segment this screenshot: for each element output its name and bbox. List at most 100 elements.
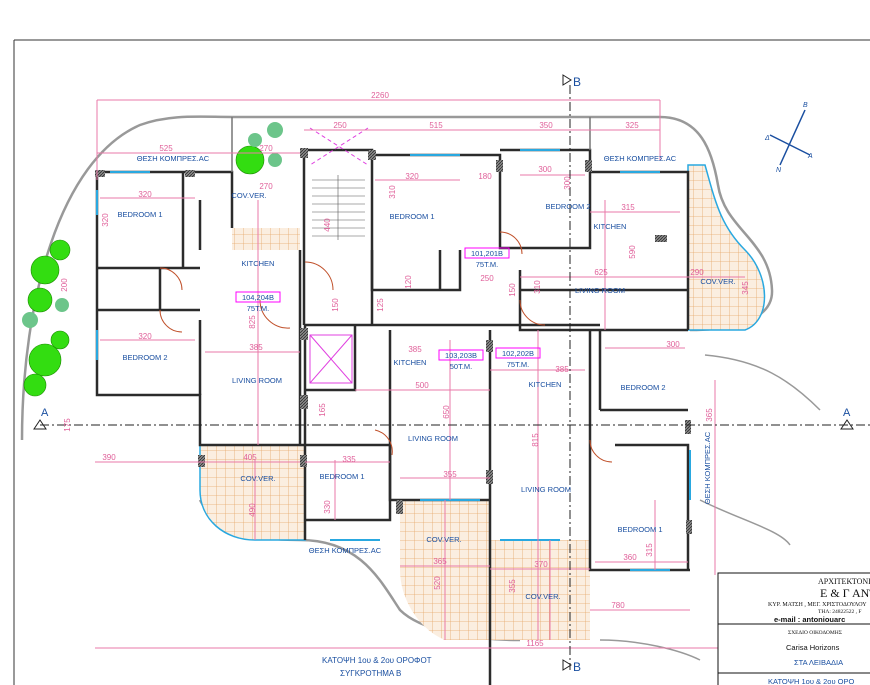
room-label: COV.VER. <box>426 535 461 544</box>
room-label: LIVING ROOM <box>408 434 458 443</box>
dimension-label-vertical: 320 <box>101 213 110 227</box>
dimension-label-vertical: 150 <box>508 283 517 297</box>
room-label: BEDROOM 1 <box>617 525 662 534</box>
unit-tag-frame <box>438 349 484 361</box>
room-label: COV.VER. <box>231 191 266 200</box>
dimension-label-vertical: 440 <box>323 218 332 232</box>
room-label: ΘΕΣΗ ΚΟΜΠΡΕΣ.AC <box>703 431 712 504</box>
unit-number: 102,202B <box>502 349 534 358</box>
room-label: KITCHEN <box>529 380 562 389</box>
dimension-label-vertical: 825 <box>248 315 257 329</box>
palms <box>22 122 283 328</box>
title-project: Carisa Horizons <box>786 643 840 652</box>
dimension-label-vertical: 150 <box>331 298 340 312</box>
title-email: e-mail : antoniouarc <box>774 615 845 624</box>
compass-e: Α <box>807 153 813 160</box>
dimension-label-vertical: 355 <box>508 579 517 593</box>
dimension-label: 2260 <box>371 91 389 100</box>
dimension-label: 320 <box>138 332 152 341</box>
dimension-label: 270 <box>259 144 273 153</box>
labels-layer: ΘΕΣΗ ΚΟΜΠΡΕΣ.AC ΘΕΣΗ ΚΟΜΠΡΕΣ.AC ΘΕΣΗ ΚΟΜΠΡ… <box>60 91 750 648</box>
dimension-label-vertical: 310 <box>533 280 542 294</box>
dimension-label: 300 <box>666 340 680 349</box>
compass-s: Ν <box>776 167 782 174</box>
compass-w: Δ <box>764 135 770 142</box>
dimension-label: 515 <box>429 121 443 130</box>
section-marker-a-right: A <box>843 407 851 419</box>
dimension-label: 500 <box>415 381 429 390</box>
dimension-label: 525 <box>159 144 173 153</box>
dimension-label-vertical: 590 <box>628 245 637 259</box>
unit-area: 75T.M. <box>247 304 270 313</box>
room-label: LIVING ROOM <box>232 376 282 385</box>
dimension-lines <box>95 99 745 649</box>
title-office: ΑΡΧΙΤΕΚΤΟΝΙΚ <box>818 577 870 586</box>
dimension-label-vertical: 520 <box>433 576 442 590</box>
room-label: KITCHEN <box>594 222 627 231</box>
dimension-label-vertical: 345 <box>741 281 750 295</box>
dimension-label: 320 <box>405 172 419 181</box>
dimension-label: 780 <box>611 601 625 610</box>
room-label: BEDROOM 1 <box>319 472 364 481</box>
title-location: ΣΤΑ ΛΕΙΒΑΔΙΑ <box>794 658 843 667</box>
title-sheet: ΚΑΤΟΨΗ 1ου & 2ου ΟΡΟ <box>768 677 854 685</box>
room-label: KITCHEN <box>394 358 427 367</box>
drawing-frame <box>13 39 870 685</box>
dimension-label: 270 <box>259 182 273 191</box>
unit-number: 104,204B <box>242 293 274 302</box>
section-marker-b-top: B <box>573 75 581 89</box>
unit-area: 50T.M. <box>450 362 473 371</box>
room-label: BEDROOM 1 <box>117 210 162 219</box>
columns <box>95 148 692 534</box>
room-label: LIVING ROOM <box>575 286 625 295</box>
title-phone: ΤΗΛ: 24822522 , F <box>818 609 861 615</box>
dimension-label: 385 <box>249 343 263 352</box>
title-block: ΑΡΧΙΤΕΚΤΟΝΙΚ Ε & Γ ΑΝΤ ΚΥΡ. ΜΑΤΣΗ , ΜΕΓ.… <box>717 572 870 685</box>
dimension-label-vertical: 815 <box>531 433 540 447</box>
dimension-label-vertical: 200 <box>60 278 69 292</box>
title-drawing-type: ΣΧΕΔΙΟ ΟΙΚΟΔΟΜΗΣ <box>788 630 842 636</box>
dimension-label-vertical: 650 <box>442 405 451 419</box>
dimension-label: 250 <box>333 121 347 130</box>
section-marker-a-left: A <box>41 407 49 419</box>
room-label: BEDROOM 2 <box>122 353 167 362</box>
room-label: LIVING ROOM <box>521 485 571 494</box>
dimension-label: 625 <box>594 268 608 277</box>
unit-area: 75T.M. <box>476 260 499 269</box>
title-address: ΚΥΡ. ΜΑΤΣΗ , ΜΕΓ. ΧΡΙΣΤΟΔΟΥΛΟΥ <box>768 602 867 608</box>
unit-tag-frame <box>464 247 510 259</box>
room-label: ΘΕΣΗ ΚΟΜΠΡΕΣ.AC <box>604 154 677 163</box>
north-arrow-icon <box>769 109 811 166</box>
unit-tag-frame <box>235 291 281 303</box>
dimension-label: 300 <box>538 165 552 174</box>
room-label: ΘΕΣΗ ΚΟΜΠΡΕΣ.AC <box>309 546 382 555</box>
lift-shaft <box>309 127 369 384</box>
title-firm: Ε & Γ ΑΝΤ <box>820 586 870 600</box>
unit-number: 101,201B <box>471 249 503 258</box>
dimension-label: 325 <box>625 121 639 130</box>
plan-title: ΚΑΤΟΨΗ 1ου & 2ου ΟΡΟΦΟΤ <box>322 656 432 665</box>
dimension-label: 290 <box>690 268 704 277</box>
dimension-label: 250 <box>480 274 494 283</box>
doors <box>159 231 613 463</box>
dimension-label: 320 <box>138 190 152 199</box>
dimension-label: 360 <box>623 553 637 562</box>
room-label: BEDROOM 2 <box>545 202 590 211</box>
dimension-label: 385 <box>408 345 422 354</box>
room-label: ΘΕΣΗ ΚΟΜΠΡΕΣ.AC <box>137 154 210 163</box>
dimension-label-vertical: 300 <box>563 176 572 190</box>
dimension-label-vertical: 310 <box>388 185 397 199</box>
unit-number: 103,203B <box>445 351 477 360</box>
dimension-label-vertical: 330 <box>323 500 332 514</box>
compass-n: Β <box>803 102 808 109</box>
dimension-label: 315 <box>621 203 635 212</box>
dimension-label: 355 <box>443 470 457 479</box>
section-marker-b-bottom: B <box>573 660 581 674</box>
dimension-label: 180 <box>478 172 492 181</box>
stair <box>312 175 365 240</box>
dimension-label-vertical: 315 <box>645 543 654 557</box>
dimension-label: 335 <box>342 455 356 464</box>
dimension-label: 385 <box>555 365 569 374</box>
dimension-label-vertical: 120 <box>404 275 413 289</box>
